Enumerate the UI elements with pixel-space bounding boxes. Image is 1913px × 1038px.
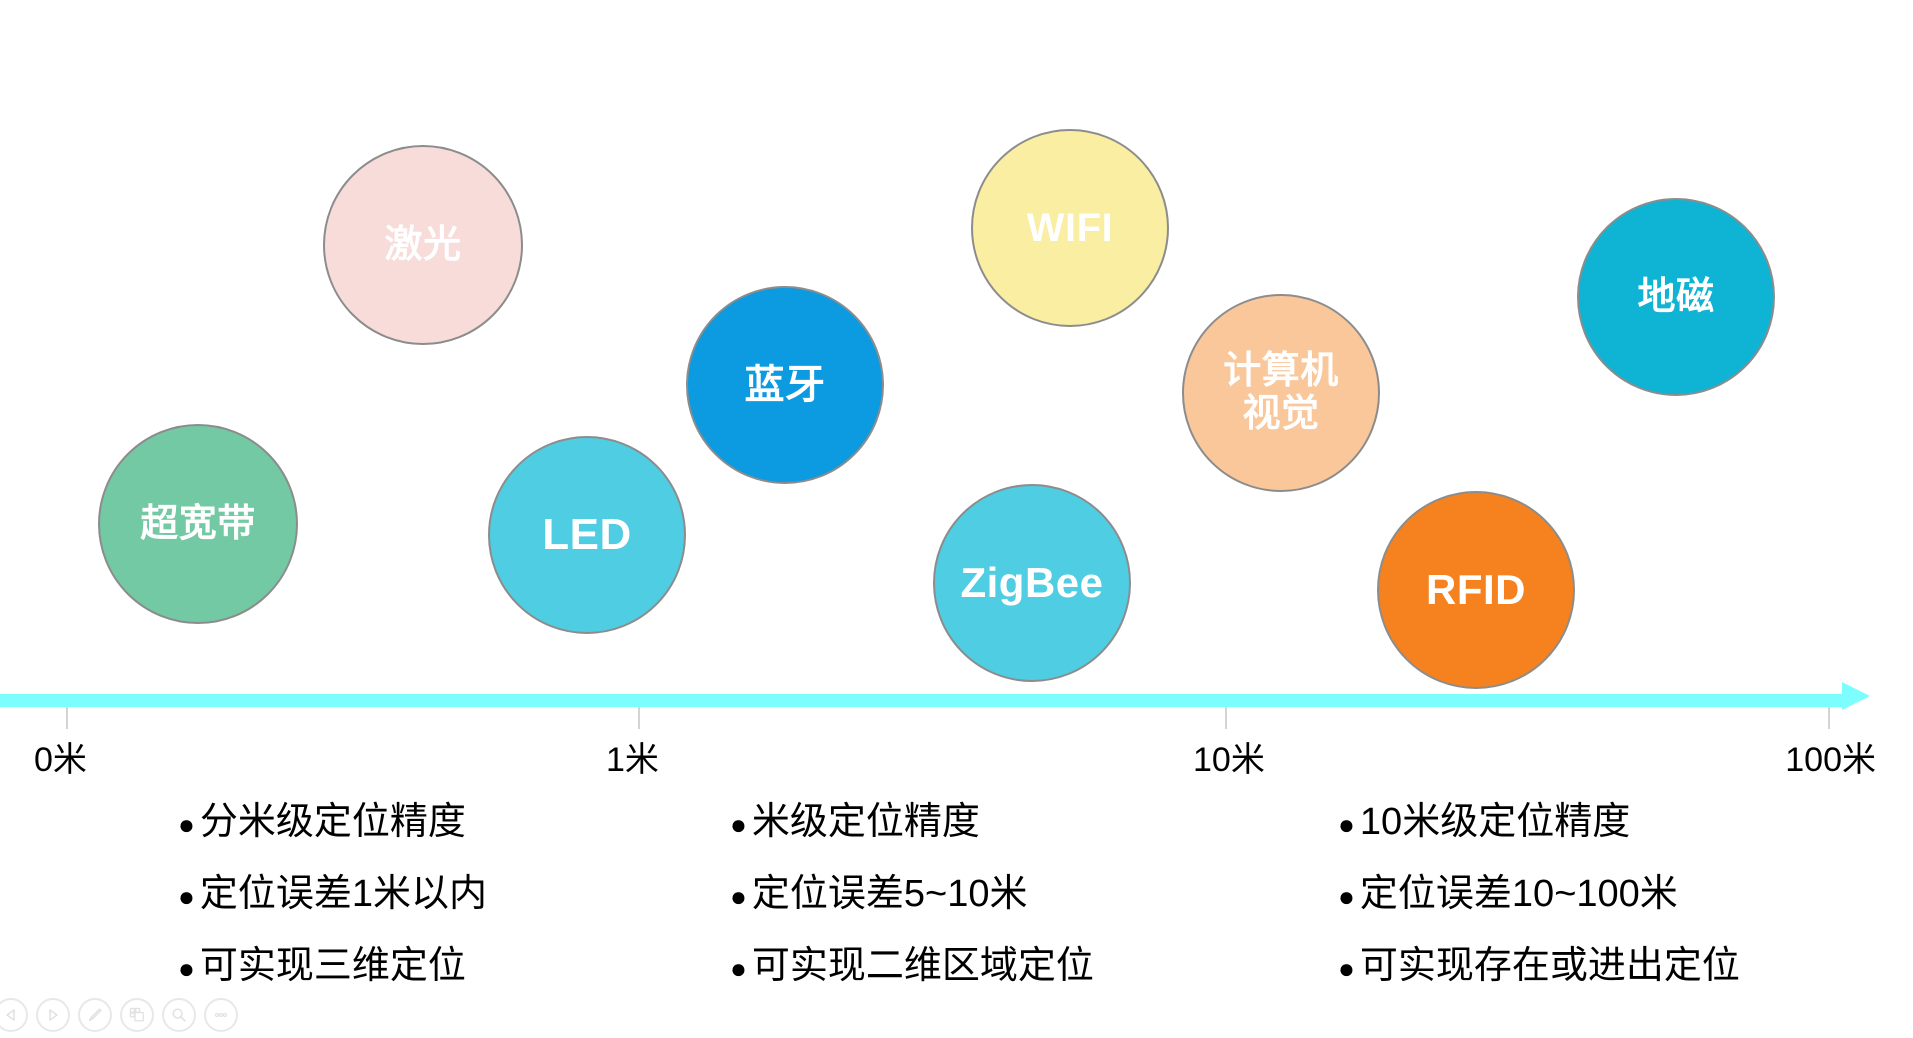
- annotation-bullet: ●分米级定位精度: [178, 790, 487, 862]
- bubble-label: 计算机 视觉: [1223, 350, 1339, 435]
- bubble-蓝牙[interactable]: 蓝牙: [686, 286, 884, 484]
- annotation-bullet: ●定位误差1米以内: [178, 862, 487, 934]
- axis-tick-label: 1米: [606, 741, 659, 779]
- axis-tick-label: 0米: [34, 741, 87, 779]
- bubble-label: WIFI: [1026, 205, 1114, 250]
- bullet-dot-icon: ●: [1338, 809, 1355, 840]
- bullet-dot-icon: ●: [1338, 953, 1355, 984]
- bubble-计算机视觉[interactable]: 计算机 视觉: [1182, 294, 1380, 492]
- bullet-dot-icon: ●: [730, 809, 747, 840]
- bubble-label: RFID: [1426, 566, 1526, 614]
- annotation-bullet-text: 10米级定位精度: [1359, 801, 1631, 843]
- annotation-bullet: ●可实现二维区域定位: [730, 934, 1094, 1006]
- annotation-bullet: ●10米级定位精度: [1338, 790, 1740, 862]
- annotation-column-分米级: ●分米级定位精度●定位误差1米以内●可实现三维定位: [178, 790, 487, 1006]
- axis-tick-label: 100米: [1785, 741, 1876, 779]
- annotation-bullet-text: 可实现存在或进出定位: [1359, 945, 1740, 987]
- axis-tick: [1225, 707, 1227, 729]
- magnifier-icon[interactable]: [162, 998, 196, 1032]
- bullet-dot-icon: ●: [178, 809, 195, 840]
- bubble-label: LED: [542, 510, 632, 560]
- annotation-bullet-text: 定位误差5~10米: [751, 873, 1028, 915]
- annotation-bullet-text: 定位误差10~100米: [1359, 873, 1678, 915]
- annotation-column-10米级: ●10米级定位精度●定位误差10~100米●可实现存在或进出定位: [1338, 790, 1740, 1006]
- annotation-bullet: ●可实现存在或进出定位: [1338, 934, 1740, 1006]
- annotation-bullet: ●可实现三维定位: [178, 934, 487, 1006]
- bubble-ZigBee[interactable]: ZigBee: [933, 484, 1131, 682]
- annotation-bullet-text: 可实现二维区域定位: [751, 945, 1094, 987]
- axis-tick-label: 10米: [1193, 741, 1265, 779]
- annotation-bullet-text: 分米级定位精度: [199, 801, 466, 843]
- bubble-激光[interactable]: 激光: [323, 145, 523, 345]
- bubble-超宽带[interactable]: 超宽带: [98, 424, 298, 624]
- bubble-label: ZigBee: [960, 559, 1104, 607]
- bullet-dot-icon: ●: [178, 953, 195, 984]
- slides-grid-icon[interactable]: [120, 998, 154, 1032]
- axis-arrow-icon: [1842, 682, 1870, 710]
- bullet-dot-icon: ●: [730, 953, 747, 984]
- more-dots-icon[interactable]: [204, 998, 238, 1032]
- bubble-WIFI[interactable]: WIFI: [971, 129, 1169, 327]
- presentation-toolbar[interactable]: [0, 998, 238, 1032]
- annotation-bullet-text: 米级定位精度: [751, 801, 980, 843]
- annotation-bullet: ●定位误差10~100米: [1338, 862, 1740, 934]
- axis-line: [0, 694, 1845, 707]
- bubble-label: 蓝牙: [744, 362, 826, 407]
- bullet-dot-icon: ●: [178, 881, 195, 912]
- axis: 0米 1米 10米 100米: [0, 682, 1913, 779]
- bubble-label: 地磁: [1637, 275, 1715, 318]
- bullet-dot-icon: ●: [1338, 881, 1355, 912]
- annotation-column-米级: ●米级定位精度●定位误差5~10米●可实现二维区域定位: [730, 790, 1094, 1006]
- annotation-bullet-text: 可实现三维定位: [199, 945, 466, 987]
- next-triangle-icon[interactable]: [36, 998, 70, 1032]
- bubble-RFID[interactable]: RFID: [1377, 491, 1575, 689]
- annotation-bullet: ●定位误差5~10米: [730, 862, 1094, 934]
- annotation-columns: ●分米级定位精度●定位误差1米以内●可实现三维定位●米级定位精度●定位误差5~1…: [0, 790, 1913, 987]
- bubble-LED[interactable]: LED: [488, 436, 686, 634]
- bubble-label: 超宽带: [140, 502, 256, 545]
- bubble-地磁[interactable]: 地磁: [1577, 198, 1775, 396]
- axis-tick: [66, 707, 68, 729]
- bullet-dot-icon: ●: [730, 881, 747, 912]
- axis-tick: [1828, 707, 1830, 729]
- annotation-bullet-text: 定位误差1米以内: [199, 873, 488, 915]
- previous-triangle-icon[interactable]: [0, 998, 28, 1032]
- axis-tick: [638, 707, 640, 729]
- bubble-label: 激光: [384, 223, 462, 266]
- annotation-bullet: ●米级定位精度: [730, 790, 1094, 862]
- pen-icon[interactable]: [78, 998, 112, 1032]
